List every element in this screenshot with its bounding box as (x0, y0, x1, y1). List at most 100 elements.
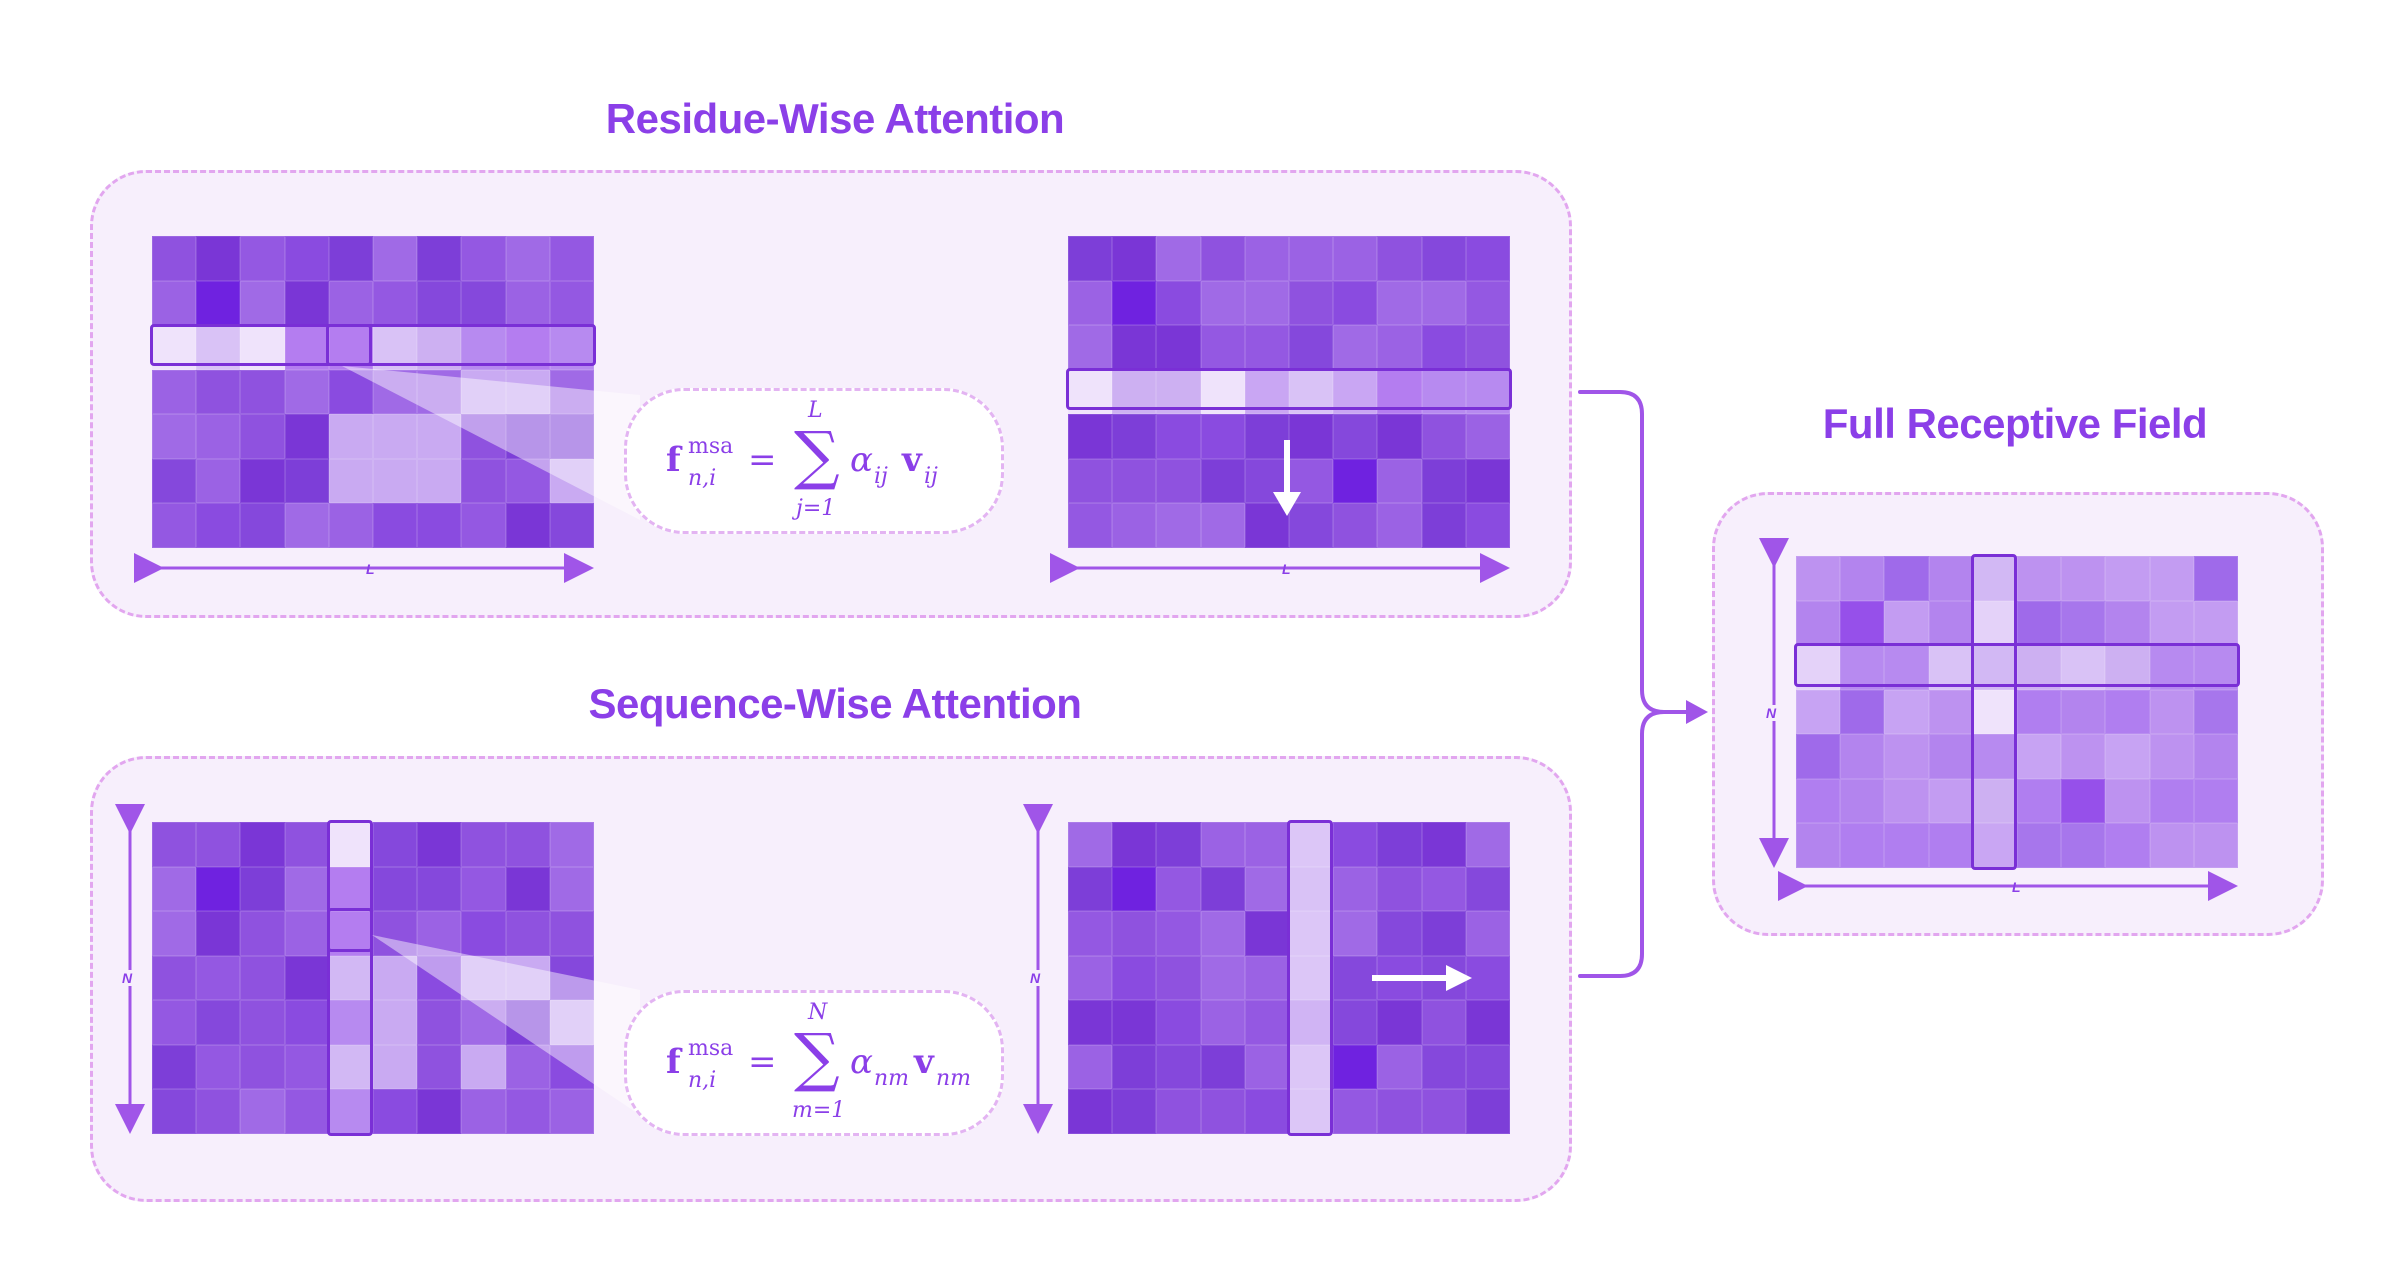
heatmap-cell (417, 458, 462, 504)
heatmap-cell (2105, 823, 2150, 868)
heatmap-cell (284, 236, 329, 281)
heatmap-cell (1377, 1044, 1422, 1090)
heatmap-cell (152, 236, 197, 281)
heatmap-cell (2193, 556, 2238, 601)
heatmap-cell (328, 236, 373, 281)
heatmap-cell (284, 280, 329, 326)
heatmap-cell (1156, 503, 1201, 548)
heatmap-cell (240, 1089, 285, 1134)
heatmap-cell (196, 822, 241, 867)
formula-sub: n,i (688, 1068, 717, 1093)
heatmap-cell (1068, 458, 1113, 504)
heatmap-cell (549, 369, 594, 415)
formula-sum-top: N (808, 1000, 828, 1025)
heatmap-cell (240, 1000, 285, 1045)
heatmap-cell (1884, 645, 1929, 690)
heatmap-cell (2017, 556, 2062, 601)
heatmap-cell (417, 822, 462, 867)
heatmap-cell (461, 458, 506, 504)
heatmap-cell (461, 1000, 506, 1045)
heatmap-cell (1421, 236, 1466, 281)
heatmap-cell (417, 280, 462, 326)
heatmap-cell (417, 866, 462, 912)
heatmap-cell (1289, 414, 1334, 459)
heatmap-cell (1796, 689, 1841, 735)
heatmap-cell (2017, 689, 2062, 735)
heatmap-cell (1244, 1044, 1289, 1090)
heatmap-cell (1465, 1044, 1510, 1090)
heatmap-cell (1200, 1044, 1245, 1090)
heatmap-cell (373, 866, 418, 912)
heatmap-cell (1465, 1000, 1510, 1045)
formula-alpha: α (850, 440, 873, 480)
heatmap-cell (505, 414, 550, 459)
heatmap-cell (1377, 325, 1422, 370)
heatmap-cell (1156, 236, 1201, 281)
heatmap-cell (549, 503, 594, 548)
heatmap-cell (1156, 414, 1201, 459)
axis-label-N-sequence-right: N (1030, 970, 1041, 986)
heatmap-cell (505, 1000, 550, 1045)
formula-sub: n,i (688, 466, 717, 491)
heatmap-cell (196, 866, 241, 912)
heatmap-cell (1156, 325, 1201, 370)
heatmap-cell (1421, 911, 1466, 956)
heatmap-cell (1156, 911, 1201, 956)
heatmap-cell (1112, 503, 1157, 548)
heatmap-cell (1377, 414, 1422, 459)
sequence-left-col-highlight (327, 820, 373, 1136)
heatmap-cell (328, 503, 373, 548)
heatmap-cell (2017, 734, 2062, 779)
heatmap-cell (328, 280, 373, 326)
heatmap-cell (1289, 325, 1334, 370)
heatmap-cell (1928, 556, 1973, 601)
sequence-grid-left (152, 822, 594, 1134)
heatmap-cell (549, 458, 594, 504)
heatmap-cell (505, 236, 550, 281)
heatmap-cell (1884, 689, 1929, 735)
heatmap-cell (417, 369, 462, 415)
heatmap-cell (196, 1000, 241, 1045)
heatmap-cell (196, 369, 241, 415)
heatmap-cell (1112, 955, 1157, 1001)
heatmap-cell (1884, 778, 1929, 824)
formula-v: v (902, 440, 922, 480)
heatmap-cell (1244, 911, 1289, 956)
heatmap-cell (1421, 822, 1466, 867)
heatmap-cell (505, 503, 550, 548)
heatmap-cell (1421, 1000, 1466, 1045)
heatmap-cell (240, 325, 285, 370)
heatmap-cell (1156, 369, 1201, 415)
residue-formula: f msa n,i = L ∑ j=1 α ij v ij (624, 388, 1004, 534)
heatmap-cell (505, 280, 550, 326)
heatmap-cell (1465, 280, 1510, 326)
heatmap-cell (196, 911, 241, 956)
full-field-col-highlight (1971, 554, 2017, 870)
heatmap-cell (1333, 236, 1378, 281)
heatmap-cell (196, 955, 241, 1001)
heatmap-cell (461, 369, 506, 415)
heatmap-cell (1200, 325, 1245, 370)
heatmap-cell (1156, 1089, 1201, 1134)
heatmap-cell (1068, 280, 1113, 326)
heatmap-cell (152, 955, 197, 1001)
heatmap-cell (196, 236, 241, 281)
heatmap-cell (549, 325, 594, 370)
formula-eq: = (748, 1042, 777, 1082)
heatmap-cell (1333, 503, 1378, 548)
axis-label-L-residue-left: L (366, 561, 375, 577)
heatmap-cell (1840, 600, 1885, 646)
heatmap-cell (1156, 458, 1201, 504)
heatmap-cell (1200, 414, 1245, 459)
heatmap-cell (152, 822, 197, 867)
heatmap-cell (1377, 280, 1422, 326)
heatmap-cell (152, 911, 197, 956)
heatmap-cell (505, 458, 550, 504)
heatmap-cell (549, 822, 594, 867)
heatmap-cell (328, 458, 373, 504)
heatmap-cell (1796, 778, 1841, 824)
heatmap-cell (1421, 280, 1466, 326)
heatmap-cell (284, 1089, 329, 1134)
heatmap-cell (1972, 734, 2017, 779)
